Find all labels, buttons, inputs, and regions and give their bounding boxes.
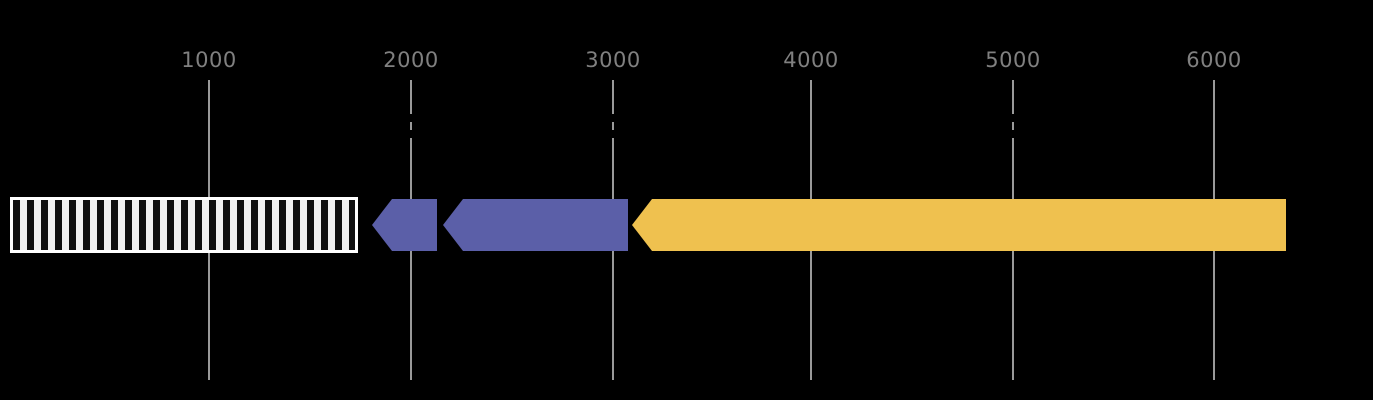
tick-label-5000: 5000 xyxy=(985,48,1041,72)
bar-segment-purple-1 xyxy=(372,199,437,251)
bar-segment-yellow xyxy=(632,199,1286,251)
bar-segment-hatched xyxy=(10,197,358,253)
tick-label-1000: 1000 xyxy=(181,48,237,72)
tick-label-4000: 4000 xyxy=(783,48,839,72)
bar-segment-purple-2 xyxy=(443,199,628,251)
tick-label-2000: 2000 xyxy=(383,48,439,72)
tick-label-6000: 6000 xyxy=(1186,48,1242,72)
tick-label-3000: 3000 xyxy=(585,48,641,72)
